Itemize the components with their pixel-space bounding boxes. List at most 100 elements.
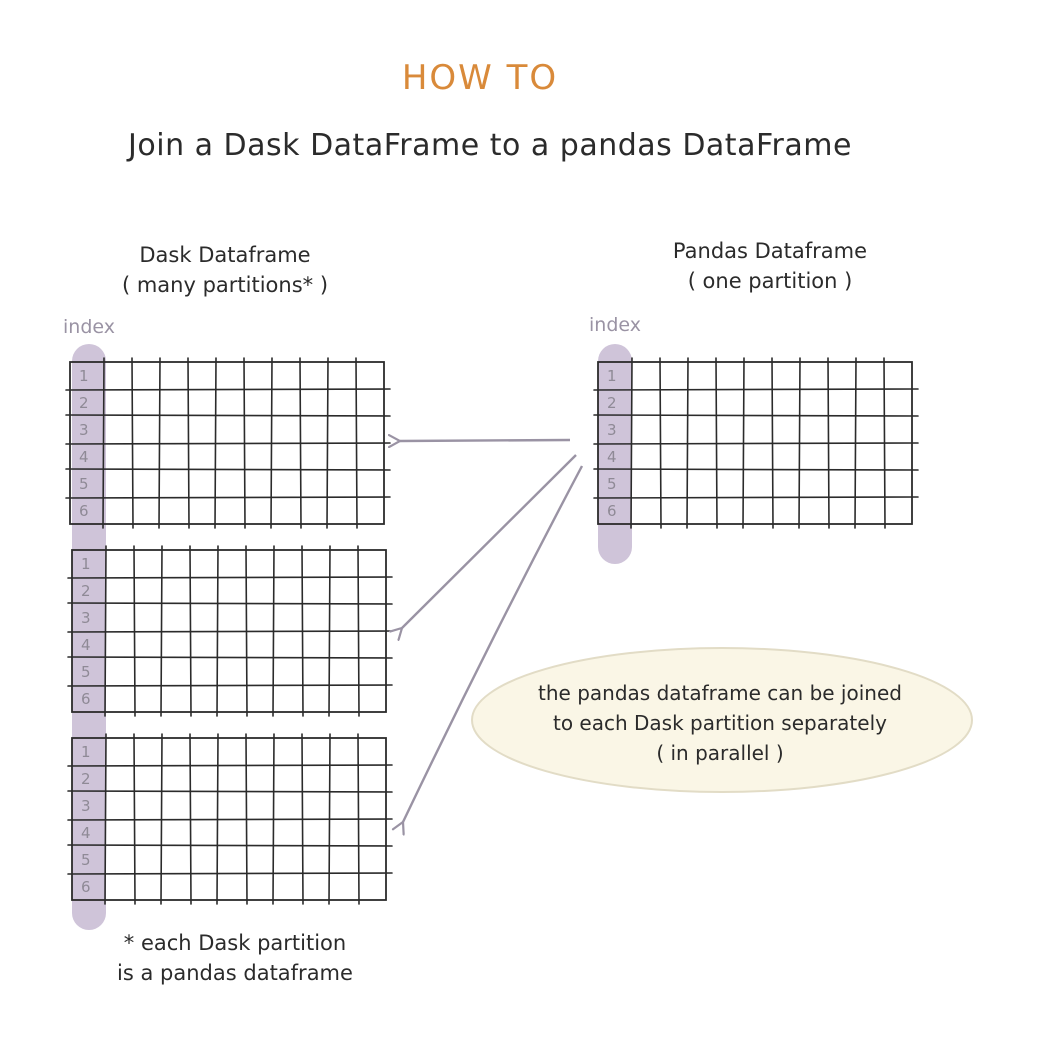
arrow-to-partition-1 (400, 440, 571, 441)
dask-partition-3-row-number: 6 (81, 878, 91, 896)
callout-bubble (471, 647, 973, 793)
dask-partition-2-row-number: 1 (81, 555, 91, 573)
pandas-title: Pandas Dataframe (672, 239, 868, 263)
dask-partition-3-col-line (245, 733, 248, 905)
pandas-partition-row-line (593, 496, 919, 499)
pandas-partition-row-number: 3 (607, 421, 617, 439)
callout-line-2: to each Dask partition separately (553, 711, 887, 735)
dask-partition-3-col-line (189, 733, 192, 905)
footnote-line-2: is a pandas dataframe (117, 961, 353, 985)
dask-partition-1-col-line (355, 357, 358, 529)
dask-partition-2-col-line (301, 545, 304, 717)
dask-partition-2-row-line (67, 576, 393, 579)
pandas-index-label: index (589, 314, 641, 336)
dask-partition-1-row-line (65, 468, 391, 471)
pandas-partition-col-line (798, 357, 801, 529)
dask-partition-1-row-number: 1 (79, 367, 89, 385)
pandas-partition-row-number: 6 (607, 502, 617, 520)
dask-partition-1-col-line (158, 357, 161, 529)
dask-partition-2-col-line (104, 545, 107, 717)
dask-partition-2-row-number: 6 (81, 690, 91, 708)
pandas-partition-row-line (593, 468, 919, 471)
dask-partition-1-row-number: 6 (79, 502, 89, 520)
dask-partition-1-row-line (65, 388, 391, 391)
dask-partition-2-row-line (67, 684, 393, 687)
callout-text: the pandas dataframe can be joined to ea… (480, 678, 960, 768)
dask-partition-2-row-number: 2 (81, 582, 91, 600)
dask-partition-3-row-number: 4 (81, 824, 91, 842)
dask-partition-1-col-line (299, 357, 302, 529)
dask-partition-3-col-line (328, 733, 331, 905)
pandas-partition-row-line (593, 442, 919, 445)
dask-partition-2-row-line (67, 602, 393, 605)
dask-partition-1-row-line (65, 496, 391, 499)
dask-partition-3-row-line (67, 844, 393, 847)
dask-partition-3-row-line (67, 872, 393, 875)
pandas-partition-col-line (771, 357, 774, 529)
dask-partition-1-row-line (65, 442, 391, 445)
arrow-to-partition-3 (403, 465, 584, 822)
callout-line-3: ( in parallel ) (656, 741, 784, 765)
dask-partition-1-row-number: 2 (79, 394, 89, 412)
dask-subtitle: ( many partitions* ) (121, 273, 329, 297)
dask-partition-2-row-number: 3 (81, 609, 91, 627)
dask-partition-1-row-number: 3 (79, 421, 89, 439)
pandas-partition-col-line (883, 357, 886, 529)
pandas-dataframe-caption: Pandas Dataframe ( one partition ) (600, 236, 940, 296)
footnote-line-1: * each Dask partition (123, 931, 347, 955)
dask-partition-1-col-line (326, 357, 329, 529)
pandas-partition-col-line (715, 357, 718, 529)
pandas-partition-row-number: 5 (607, 475, 617, 493)
dask-partition-3-row-number: 3 (81, 797, 91, 815)
dask-partition-2-row-line (67, 630, 393, 633)
dask-partition-3-col-line (133, 733, 136, 905)
dask-partition-1-col-line (270, 357, 273, 529)
dask-index-label: index (63, 316, 115, 338)
dask-partition-2-col-line (160, 545, 163, 717)
dask-partition-2-col-line (245, 545, 248, 717)
dask-partition-2-row-line (67, 656, 393, 659)
dask-partition-1-row-number: 4 (79, 448, 89, 466)
dask-partition-1-row-line (65, 414, 391, 417)
pandas-partition-col-line (742, 357, 745, 529)
page-title: HOW TO (401, 58, 559, 98)
dask-partition-3-row-number: 2 (81, 770, 91, 788)
dask-partition-3-col-line (160, 733, 163, 905)
dask-partition-3-col-line (301, 733, 304, 905)
pandas-partition-col-line (659, 357, 662, 529)
pandas-partition-row-line (593, 388, 919, 391)
dask-partition-2-col-line (272, 545, 275, 717)
arrow-to-partition-2 (402, 454, 577, 628)
pandas-partition-col-line (854, 357, 857, 529)
dask-dataframe-caption: Dask Dataframe ( many partitions* ) (60, 240, 390, 300)
dask-partition-3-row-line (67, 764, 393, 767)
dask-partition-2-row-number: 5 (81, 663, 91, 681)
dask-partition-2-col-line (133, 545, 136, 717)
dask-partition-3-col-line (272, 733, 275, 905)
pandas-partition-row-number: 4 (607, 448, 617, 466)
pandas-partition-col-line (630, 357, 633, 529)
pandas-partition-col-line (827, 357, 830, 529)
pandas-subtitle: ( one partition ) (687, 269, 853, 293)
footnote: * each Dask partition is a pandas datafr… (60, 928, 410, 988)
dask-partition-1-col-line (243, 357, 246, 529)
pandas-partition-row-number: 1 (607, 367, 617, 385)
dask-partition-2-col-line (189, 545, 192, 717)
dask-partition-2-col-line (357, 545, 360, 717)
dask-partition-1-col-line (187, 357, 190, 529)
callout-line-1: the pandas dataframe can be joined (538, 681, 902, 705)
dask-partition-3-col-line (216, 733, 219, 905)
dask-partition-1-col-line (214, 357, 217, 529)
dask-partition-1-row-number: 5 (79, 475, 89, 493)
dask-partition-1-col-line (131, 357, 134, 529)
dask-partition-2-col-line (216, 545, 219, 717)
pandas-partition-row-line (593, 414, 919, 417)
page-subtitle: Join a Dask DataFrame to a pandas DataFr… (128, 128, 852, 163)
dask-partition-3-row-line (67, 790, 393, 793)
dask-partition-1-col-line (102, 357, 105, 529)
pandas-index-band (598, 344, 632, 564)
